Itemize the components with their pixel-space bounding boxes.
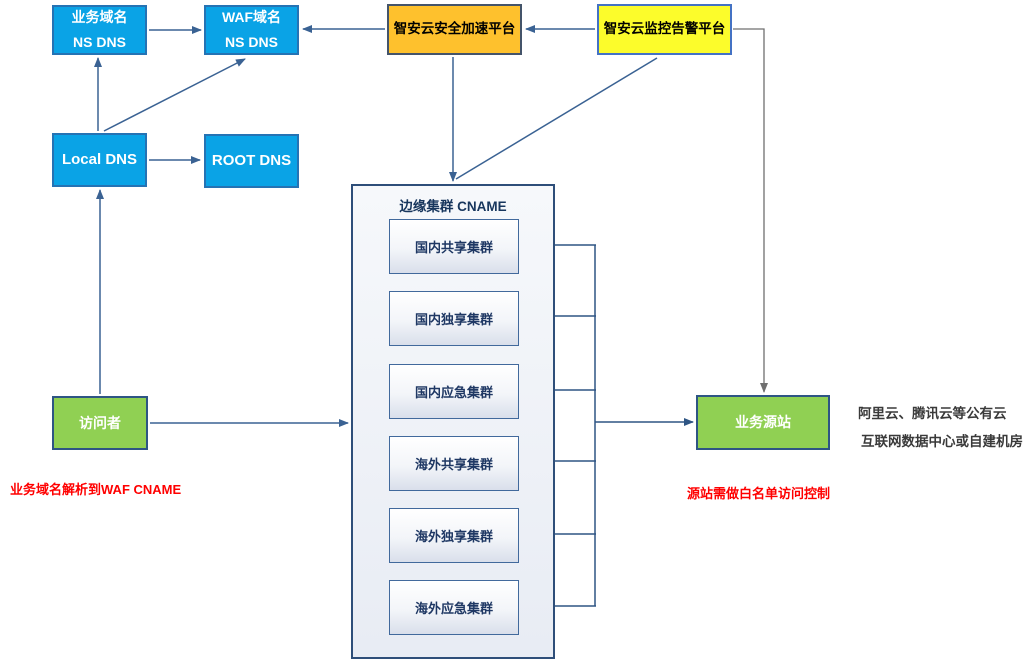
node-visitor-label: 访问者 [79,414,121,431]
cluster-box-overseas-emergency: 海外应急集群 [389,580,519,635]
node-local-dns: Local DNS [52,133,147,187]
arrow-monitor-to-origin [733,28,768,393]
node-accel-platform-label: 智安云安全加速平台 [393,21,516,37]
edge-cluster-title: 边缘集群 CNAME [399,199,507,214]
node-origin: 业务源站 [696,395,830,450]
node-accel-platform: 智安云安全加速平台 [387,4,522,55]
node-monitor-platform: 智安云监控告警平台 [597,4,732,55]
node-waf-ns-dns: WAF域名 NS DNS [204,5,299,55]
node-root-dns-label: ROOT DNS [211,152,292,169]
note-origin-red: 源站需做白名单访问控制 [687,486,831,501]
node-biz-ns-dns: 业务域名 NS DNS [52,5,147,55]
note-visitor-red: 业务域名解析到WAF CNAME [10,482,182,497]
cluster-box-domestic-dedicated: 国内独享集群 [389,291,519,346]
node-waf-ns-dns-line2: NS DNS [225,34,278,50]
origin-desc-line2: 互联网数据中心或自建机房 [861,434,1023,449]
cluster-box-overseas-shared: 海外共享集群 [389,436,519,491]
node-biz-ns-dns-line1: 业务域名 [71,9,128,26]
node-root-dns: ROOT DNS [204,134,299,188]
node-biz-ns-dns-line2: NS DNS [73,34,126,50]
node-visitor: 访问者 [52,396,148,450]
cluster-box-overseas-dedicated: 海外独享集群 [389,508,519,563]
cluster-box-domestic-emergency: 国内应急集群 [389,364,519,419]
cluster-box-domestic-shared: 国内共享集群 [389,219,519,274]
line-monitor-to-edge-cluster [455,57,658,180]
arrow-local-dns-to-waf-ns-dns [103,58,246,132]
node-waf-ns-dns-line1: WAF域名 [221,9,282,26]
origin-desc-line1: 阿里云、腾讯云等公有云 [858,406,1007,421]
node-origin-label: 业务源站 [735,414,791,431]
node-local-dns-label: Local DNS [61,151,137,168]
edge-cluster-container: 边缘集群 CNAME 国内共享集群 国内独享集群 国内应急集群 海外共享集群 海… [351,184,555,659]
node-monitor-platform-label: 智安云监控告警平台 [603,21,726,37]
